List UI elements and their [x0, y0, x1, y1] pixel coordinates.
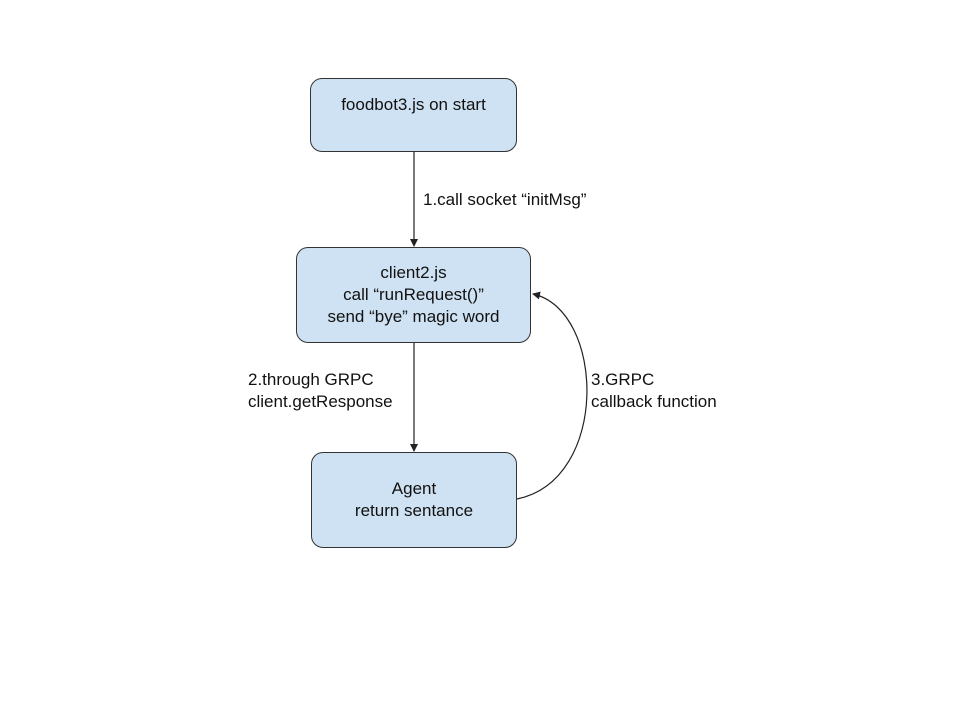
- edge-label-grpc-callback: 3.GRPC callback function: [591, 369, 717, 413]
- arrow-agent-to-client-callback: [516, 291, 588, 500]
- node-foodbot-start: foodbot3.js on start: [310, 78, 517, 152]
- node-client-line-3: send “bye” magic word: [327, 307, 500, 326]
- node-start-text: foodbot3.js on start: [341, 95, 486, 114]
- node-client-line-1: client2.js: [380, 263, 447, 282]
- edge-label-3-line-1: 3.GRPC: [591, 370, 655, 389]
- node-agent-line-2: return sentance: [354, 501, 474, 520]
- node-agent-line-1: Agent: [391, 479, 437, 498]
- edge-label-grpc-request: 2.through GRPC client.getResponse: [248, 369, 393, 413]
- edge-label-1-line-1: 1.call socket “initMsg”: [423, 190, 587, 209]
- node-client-line-2: call “runRequest()”: [343, 285, 484, 304]
- edge-label-3-line-2: callback function: [591, 392, 717, 411]
- node-agent: Agent return sentance: [311, 452, 517, 548]
- edge-label-init-msg: 1.call socket “initMsg”: [423, 189, 586, 211]
- edge-label-2-line-2: client.getResponse: [248, 392, 393, 411]
- node-client2: client2.js call “runRequest()” send “bye…: [296, 247, 531, 343]
- edge-label-2-line-1: 2.through GRPC: [248, 370, 374, 389]
